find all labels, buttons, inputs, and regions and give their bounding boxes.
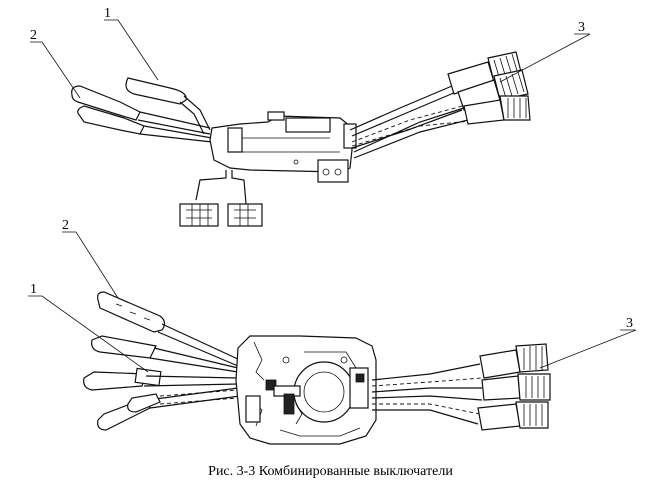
bottom-switch-housing — [235, 335, 377, 445]
top-view-assembly: 1 2 3 — [30, 6, 591, 227]
top-connectors-pair — [179, 170, 263, 227]
top-callout-3: 3 — [578, 20, 585, 35]
bottom-left-levers — [83, 335, 241, 431]
top-lever-1 — [125, 77, 211, 135]
bottom-view-assembly: 2 1 3 — [28, 218, 637, 445]
top-harness-right — [349, 51, 531, 159]
bottom-connector-a — [479, 343, 549, 379]
bottom-callout-3: 3 — [626, 316, 633, 331]
top-callout-1: 1 — [104, 6, 111, 21]
bottom-connector-c — [477, 401, 549, 431]
bottom-callout-1: 1 — [30, 282, 37, 297]
figure-caption: Рис. 3-3 Комбинированные выключатели — [208, 464, 453, 479]
top-callout-leaders — [30, 19, 591, 99]
bottom-callout-leaders — [28, 231, 637, 373]
top-connector-c — [463, 95, 531, 125]
bottom-harness-right — [371, 343, 551, 431]
top-switch-body — [209, 111, 357, 183]
bottom-connector-b — [481, 373, 551, 401]
bottom-lever-2 — [97, 291, 241, 367]
top-connector-b — [457, 69, 529, 111]
bottom-callout-2: 2 — [62, 218, 69, 233]
top-callout-2: 2 — [30, 28, 37, 43]
top-lever-2 — [71, 85, 213, 143]
